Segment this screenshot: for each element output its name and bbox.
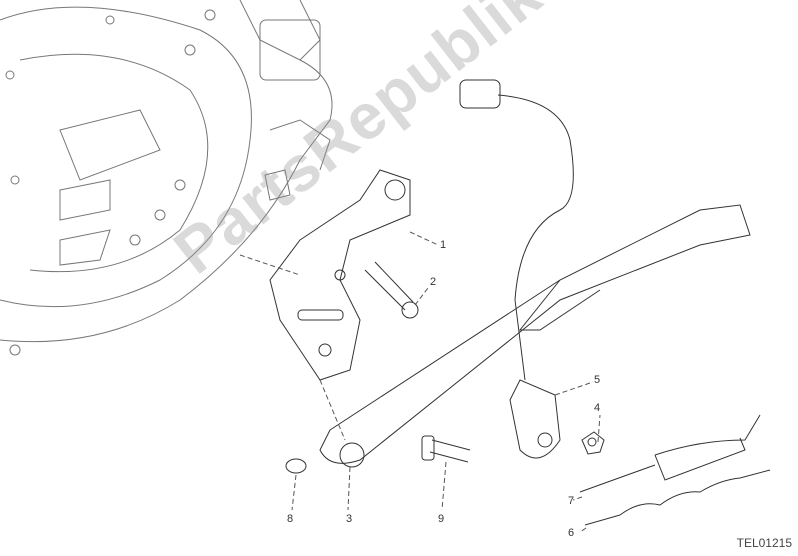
spring-6 (584, 469, 771, 526)
part-label-4[interactable]: 4 (594, 402, 601, 414)
bolt-2 (364, 261, 419, 319)
part-label-7[interactable]: 7 (568, 495, 575, 507)
engine-case (0, 0, 333, 356)
pin (297, 309, 344, 321)
part-label-6[interactable]: 6 (568, 527, 575, 539)
side-stand (319, 204, 751, 468)
part-label-5[interactable]: 5 (594, 374, 601, 386)
part-label-1[interactable]: 1 (440, 239, 447, 251)
part-label-2[interactable]: 2 (430, 276, 437, 288)
bolt-9 (421, 435, 471, 463)
drawing-code: TEL01215 (736, 536, 792, 550)
nut-4 (581, 431, 605, 455)
part-label-9[interactable]: 9 (438, 513, 445, 525)
leader-lines (239, 231, 601, 533)
spacer-8 (285, 458, 307, 474)
part-label-8[interactable]: 8 (287, 513, 294, 525)
sensor-cable (459, 79, 574, 459)
spring-7 (579, 414, 761, 493)
stand-bracket (269, 169, 411, 381)
part-label-3[interactable]: 3 (346, 513, 353, 525)
